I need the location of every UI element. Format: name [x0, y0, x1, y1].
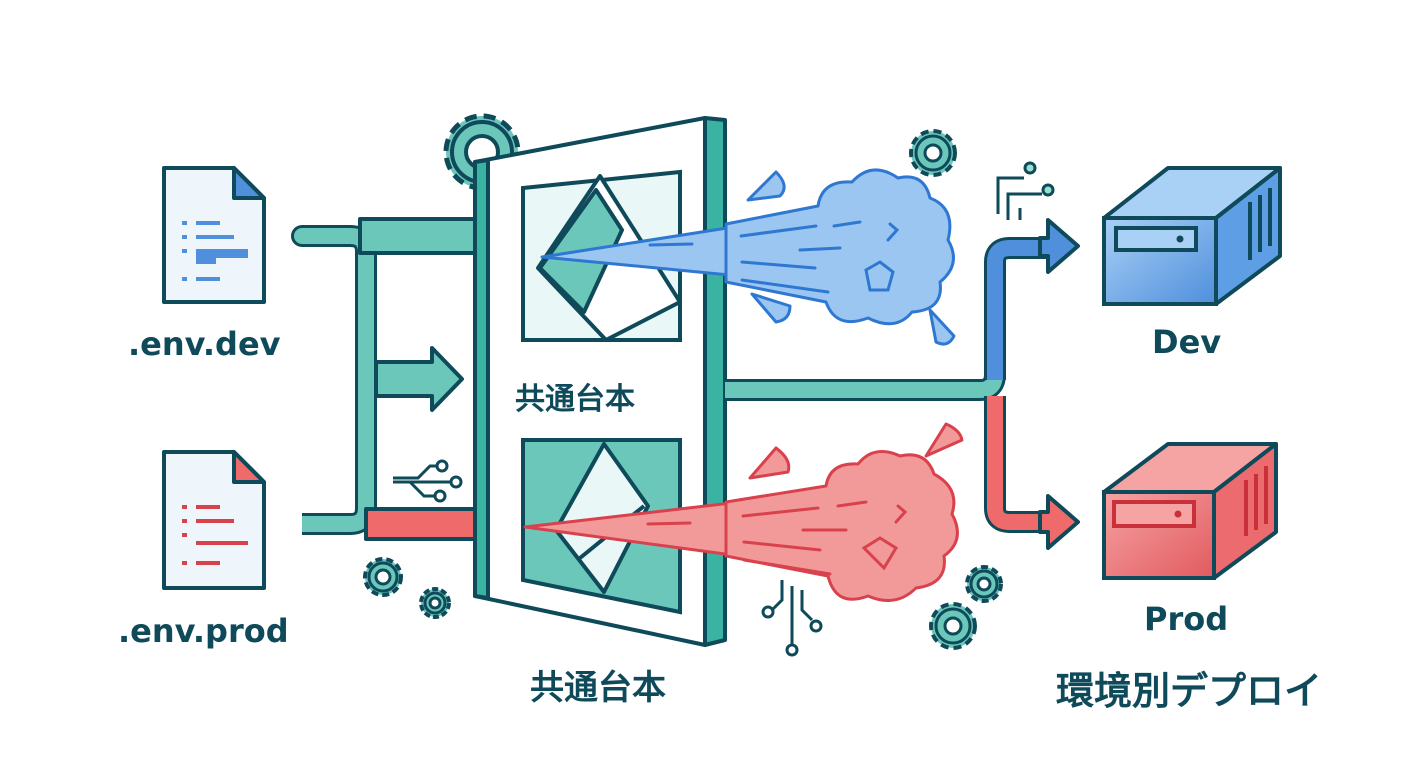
- gear-icon: [909, 129, 957, 177]
- input-label-prod: .env.prod: [118, 612, 289, 650]
- circuit-icon: [996, 161, 1055, 220]
- gear-icon: [419, 587, 451, 619]
- input-label-dev: .env.dev: [128, 325, 281, 363]
- document-icon-dev: [162, 166, 266, 304]
- shared-script-panel: [473, 116, 742, 647]
- gear-icon: [363, 557, 403, 597]
- circuit-icon: [393, 459, 463, 503]
- panel-label: 共通台本: [515, 382, 635, 417]
- server-icon-prod: [1102, 442, 1278, 580]
- gear-icon: [965, 565, 1003, 603]
- gear-icon: [929, 602, 977, 650]
- footer-title: 環境別デプロイ: [1056, 669, 1323, 713]
- center-output-connector: [725, 218, 1080, 550]
- center-caption: 共通台本: [530, 668, 666, 708]
- circuit-icon: [761, 580, 823, 657]
- document-icon-prod: [162, 450, 266, 590]
- burst-cloud-icon: [724, 422, 964, 602]
- output-label-dev: Dev: [1152, 323, 1222, 361]
- server-icon-dev: [1102, 166, 1282, 306]
- burst-cloud-icon: [724, 168, 956, 346]
- output-label-prod: Prod: [1144, 600, 1229, 638]
